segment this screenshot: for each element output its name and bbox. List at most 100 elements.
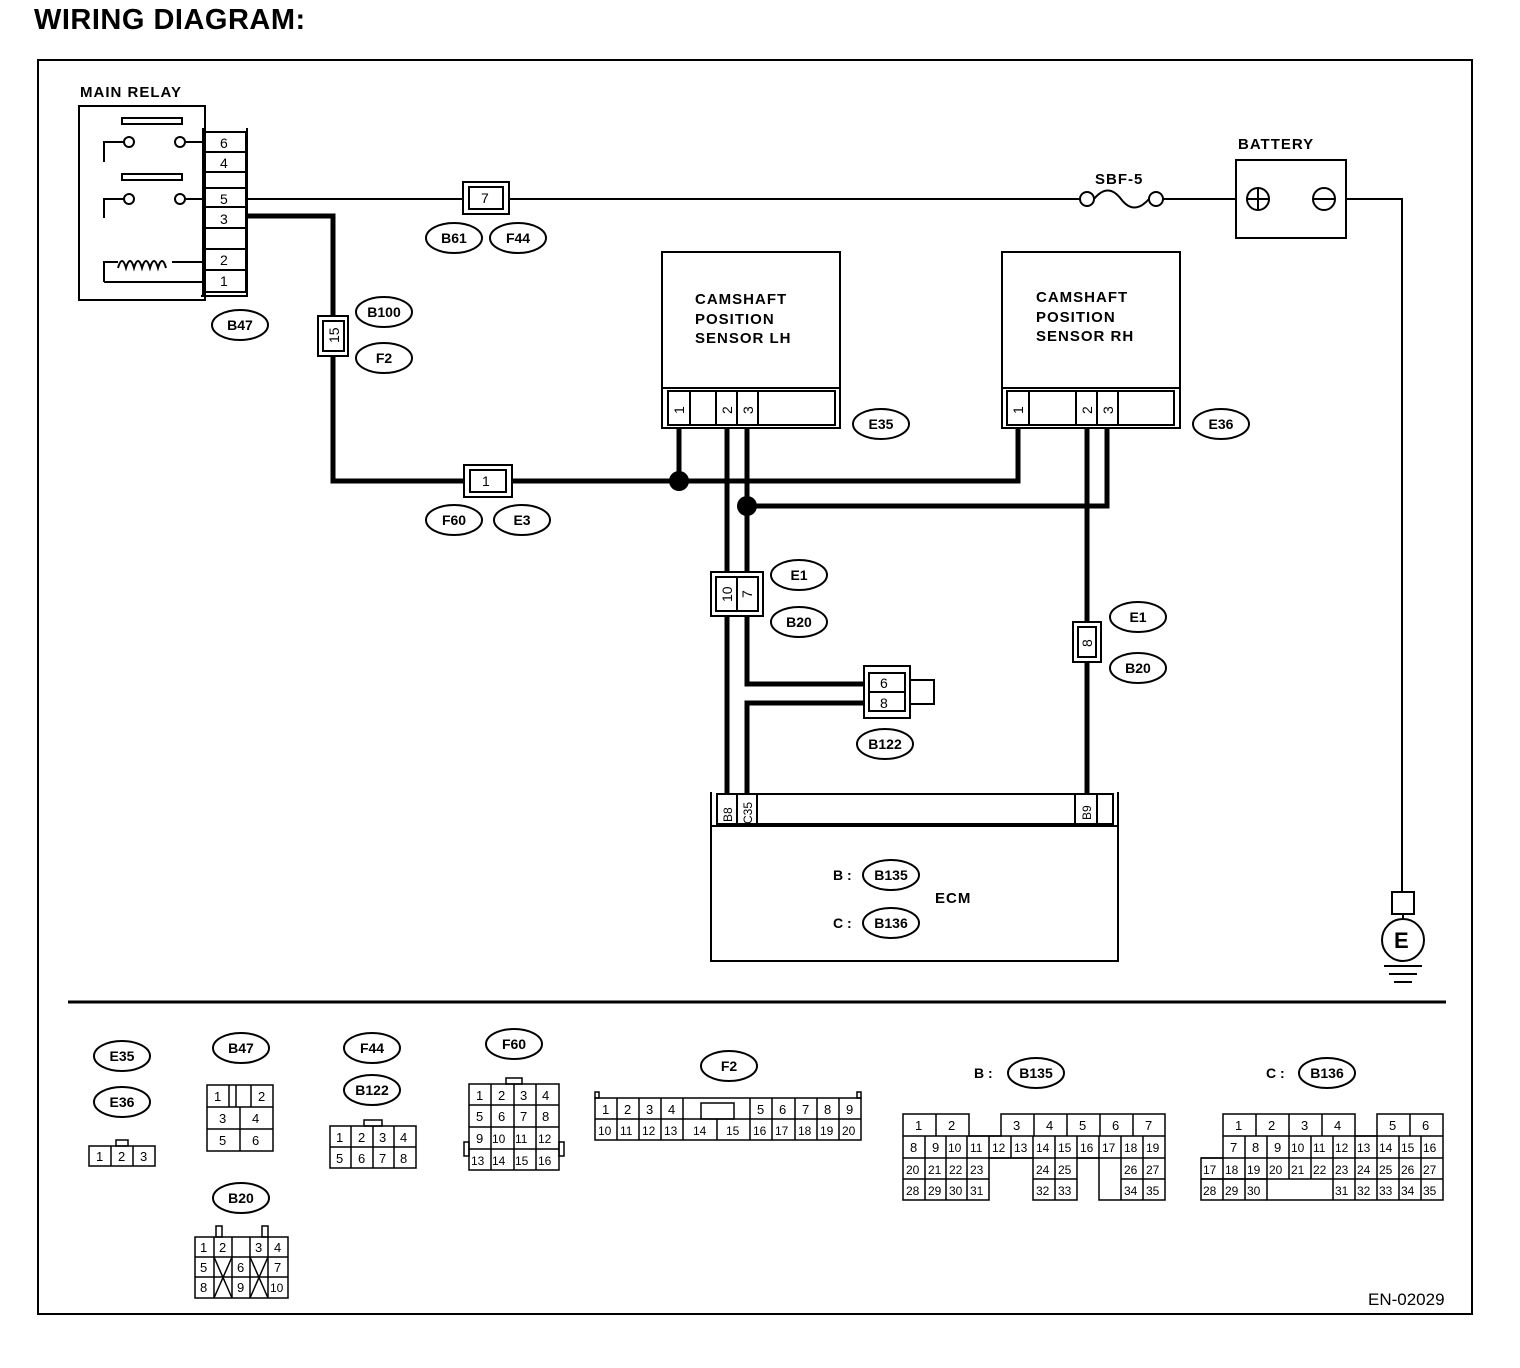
svg-text:B61: B61 — [441, 230, 467, 246]
svg-text:10: 10 — [598, 1124, 612, 1138]
legend-e35-e36 — [88, 1139, 156, 1167]
svg-text:6: 6 — [1422, 1118, 1429, 1133]
splice-ground — [737, 496, 757, 516]
svg-text:1: 1 — [200, 1240, 207, 1255]
legend-b135-pins: 1 2 3 4 5 6 7 8 9 10 11 12 13 14 15 16 1… — [906, 1118, 1160, 1198]
svg-text:10: 10 — [719, 586, 735, 602]
svg-text:15: 15 — [326, 327, 342, 343]
ground-e: E — [1381, 891, 1425, 983]
page-title: WIRING DIAGRAM: — [34, 4, 306, 36]
svg-text:3: 3 — [740, 406, 756, 414]
label-e35 — [852, 408, 910, 440]
svg-text:1: 1 — [1010, 406, 1026, 414]
svg-text:23: 23 — [1335, 1163, 1349, 1177]
svg-text:15: 15 — [515, 1154, 529, 1168]
svg-text:7: 7 — [1230, 1140, 1237, 1155]
svg-text:16: 16 — [753, 1124, 767, 1138]
svg-text:F60: F60 — [502, 1036, 526, 1052]
svg-text:1: 1 — [336, 1130, 343, 1145]
svg-text:3: 3 — [1301, 1118, 1308, 1133]
svg-text:18: 18 — [798, 1124, 812, 1138]
svg-text:6: 6 — [252, 1133, 259, 1148]
svg-text:34: 34 — [1401, 1184, 1415, 1198]
svg-text:12: 12 — [538, 1132, 552, 1146]
svg-text:E35: E35 — [869, 416, 894, 432]
svg-text:1: 1 — [476, 1088, 483, 1103]
svg-text:E35: E35 — [110, 1048, 135, 1064]
svg-text:8: 8 — [400, 1151, 407, 1166]
svg-text:20: 20 — [1269, 1163, 1283, 1177]
splice-power — [669, 471, 689, 491]
svg-text:3: 3 — [255, 1240, 262, 1255]
svg-text:4: 4 — [668, 1102, 675, 1117]
svg-text:2: 2 — [498, 1088, 505, 1103]
svg-text:1: 1 — [482, 473, 490, 489]
svg-text:1: 1 — [220, 273, 228, 289]
svg-text:24: 24 — [1357, 1163, 1371, 1177]
svg-text:B136: B136 — [874, 915, 908, 931]
svg-text:E1: E1 — [1129, 609, 1146, 625]
label-f2 — [355, 342, 413, 374]
legend-f2-pins: 1 2 3 4 5 6 7 8 9 10 11 12 13 14 15 16 1… — [598, 1102, 856, 1138]
svg-text:16: 16 — [538, 1154, 552, 1168]
svg-text:28: 28 — [1203, 1184, 1217, 1198]
svg-text:30: 30 — [949, 1184, 963, 1198]
connector-e1-b20-lh: 10 7 — [710, 571, 764, 617]
svg-text:14: 14 — [492, 1154, 506, 1168]
svg-text:9: 9 — [932, 1140, 939, 1155]
legend-f44-b122-pins: 1 2 3 4 5 6 7 8 — [336, 1130, 407, 1166]
label-b47 — [211, 309, 269, 341]
svg-text:29: 29 — [928, 1184, 942, 1198]
svg-text:E36: E36 — [1209, 416, 1234, 432]
svg-text:25: 25 — [1379, 1163, 1393, 1177]
svg-text:6: 6 — [358, 1151, 365, 1166]
svg-text:7: 7 — [520, 1109, 527, 1124]
connector-labels — [211, 222, 1250, 939]
svg-text:5: 5 — [220, 191, 228, 207]
svg-text:1: 1 — [671, 406, 687, 414]
svg-text:B136: B136 — [1310, 1065, 1344, 1081]
svg-text:5: 5 — [757, 1102, 764, 1117]
svg-text:E36: E36 — [110, 1094, 135, 1110]
svg-text:B47: B47 — [227, 317, 253, 333]
svg-text:3: 3 — [646, 1102, 653, 1117]
connector-b122: 6 8 — [863, 665, 935, 719]
svg-text:8: 8 — [1252, 1140, 1259, 1155]
camshaft-sensor-lh: CAMSHAFT POSITION SENSOR LH 1 2 3 — [661, 251, 841, 429]
label-b100 — [355, 296, 413, 328]
svg-text:15: 15 — [726, 1124, 740, 1138]
svg-text:2: 2 — [1079, 406, 1095, 414]
svg-text:5: 5 — [1079, 1118, 1086, 1133]
svg-text:POSITION: POSITION — [1036, 309, 1116, 326]
svg-text:C :: C : — [1266, 1065, 1285, 1081]
svg-text:29: 29 — [1225, 1184, 1239, 1198]
svg-text:1: 1 — [602, 1102, 609, 1117]
svg-text:5: 5 — [476, 1109, 483, 1124]
svg-text:12: 12 — [642, 1124, 656, 1138]
svg-text:18: 18 — [1225, 1163, 1239, 1177]
svg-text:4: 4 — [542, 1088, 549, 1103]
svg-text:4: 4 — [1334, 1118, 1341, 1133]
diagram-frame — [37, 59, 1473, 1315]
svg-text:7: 7 — [481, 190, 489, 206]
wire-battery-ground — [1346, 198, 1403, 893]
svg-text:F44: F44 — [360, 1040, 384, 1056]
svg-text:E3: E3 — [513, 512, 530, 528]
svg-text:14: 14 — [693, 1124, 707, 1138]
svg-text:SENSOR RH: SENSOR RH — [1036, 328, 1134, 345]
svg-text:CAMSHAFT: CAMSHAFT — [695, 291, 787, 308]
svg-text:4: 4 — [1046, 1118, 1053, 1133]
ecm: B8 C35 B9 B : C : ECM — [710, 792, 1119, 962]
svg-text:14: 14 — [1036, 1141, 1050, 1155]
svg-text:3: 3 — [1100, 406, 1116, 414]
main-relay: MAIN RELAY 6 4 5 3 2 1 — [78, 84, 248, 301]
svg-text:3: 3 — [520, 1088, 527, 1103]
svg-text:B20: B20 — [228, 1190, 254, 1206]
svg-text:18: 18 — [1124, 1141, 1138, 1155]
svg-text:3: 3 — [220, 211, 228, 227]
svg-text:ECM: ECM — [935, 890, 971, 907]
svg-text:27: 27 — [1423, 1163, 1437, 1177]
svg-text:7: 7 — [739, 590, 755, 598]
svg-text:7: 7 — [1145, 1118, 1152, 1133]
